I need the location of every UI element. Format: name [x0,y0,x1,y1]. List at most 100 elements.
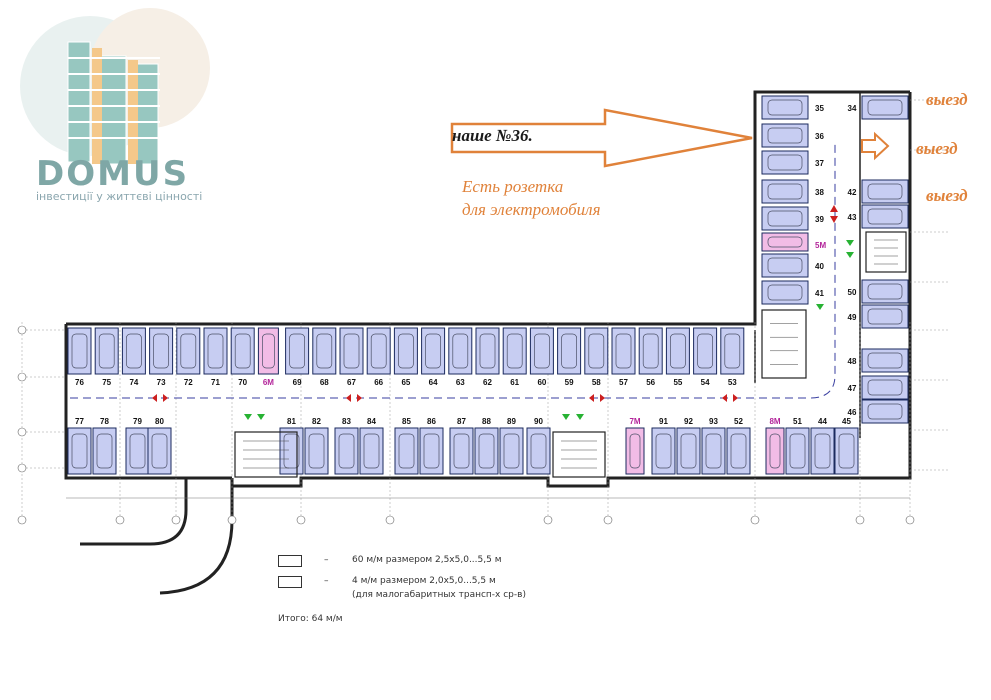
grid-axis-marker [17,515,27,525]
two-way-arrow-icon [589,394,605,402]
top-space-label: 68 [320,378,329,387]
car-icon [615,333,632,369]
grid-axis-marker [905,515,915,525]
tower-right-label: 47 [848,384,857,393]
parking-space [785,427,810,475]
bottom-space-label: 82 [312,417,321,426]
legend-text-small: 4 м/м размером 2,0x5,0...5,5 м [352,576,496,586]
parking-space [421,327,446,375]
top-space-label: 53 [728,378,737,387]
car-icon [363,433,380,469]
parking-space [611,327,636,375]
car-icon [71,433,88,469]
ramp-outer [159,486,234,595]
bottom-space-label: 8М [769,417,780,426]
parking-space [257,327,279,375]
grid-axis-marker [855,515,865,525]
bottom-space-label: 85 [402,417,411,426]
parking-space [67,427,92,475]
callout-label: наше №36. [452,126,533,145]
parking-space [761,232,809,252]
tower-left-label: 39 [815,215,824,224]
tower-right-label: 34 [848,104,857,113]
parking-space [279,427,304,475]
parking-space [720,327,745,375]
tower-left-label: 35 [815,104,824,113]
car-icon [96,433,113,469]
parking-space [861,179,909,204]
top-space-label: 63 [456,378,465,387]
ramp-inner [80,478,188,546]
bottom-space-label: 92 [684,417,693,426]
car-icon [867,283,903,300]
parking-space [419,427,444,475]
car-icon [289,333,305,369]
parking-space [448,327,473,375]
exit-arrow-icon [816,304,824,310]
tower-left-label: 40 [815,262,824,271]
car-icon [705,433,722,469]
grid-axis-marker [17,427,27,437]
car-icon [867,308,903,325]
exit-arrow-icon [846,240,854,246]
top-space-label: 6М [263,378,274,387]
stair-core [865,231,907,273]
car-icon [370,333,387,369]
parking-space [449,427,474,475]
car-icon [98,333,115,369]
parking-space [638,327,663,375]
car-icon [343,333,360,369]
parking-space [366,327,391,375]
bottom-space-label: 77 [75,417,84,426]
top-space-label: 56 [646,378,655,387]
car-icon [789,433,806,469]
parking-space [765,427,785,475]
exit-label-3: выезд [926,186,968,205]
bottom-space-label: 93 [709,417,718,426]
outer-wall-left [64,324,232,480]
car-icon [207,333,224,369]
logo-wordmark: DOMUS [36,154,190,194]
domus-logo: DOMUS інвестиції у життєві цінності [10,8,216,216]
bottom-space-label: 86 [427,417,436,426]
stair-core [234,431,298,478]
car-icon [680,433,697,469]
parking-space [147,427,172,475]
legend-text-regular: 60 м/м размером 2,5x5,0...5,5 м [352,555,502,565]
car-icon [697,333,713,369]
top-space-label: 74 [129,378,138,387]
car-icon [534,333,550,369]
motorcycle-icon [767,236,803,248]
motorcycle-icon [769,433,781,469]
tower-left-label: 38 [815,188,824,197]
tower-right-label: 50 [848,288,857,297]
car-icon [479,333,496,369]
parking-space [761,179,809,204]
parking-space [557,327,582,375]
parking-space [861,279,909,304]
car-icon [767,257,803,274]
parking-space [726,427,751,475]
tower-right-label: 42 [848,188,857,197]
parking-space [761,206,809,231]
exit-label-2: выезд [916,139,958,158]
parking-space [176,327,201,375]
parking-space [339,327,364,375]
legend-swatch-small [278,576,302,588]
car-icon [180,333,197,369]
parking-space [761,150,809,175]
car-icon [234,333,251,369]
parking-space [359,427,384,475]
top-space-label: 70 [238,378,247,387]
car-icon [453,433,470,469]
car-icon [767,127,803,144]
parking-space [761,280,809,305]
top-space-label: 62 [483,378,492,387]
car-icon [316,333,333,369]
car-icon [530,433,547,469]
bottom-space-label: 88 [482,417,491,426]
car-icon [423,433,440,469]
parking-space [94,327,119,375]
parking-space [304,427,329,475]
